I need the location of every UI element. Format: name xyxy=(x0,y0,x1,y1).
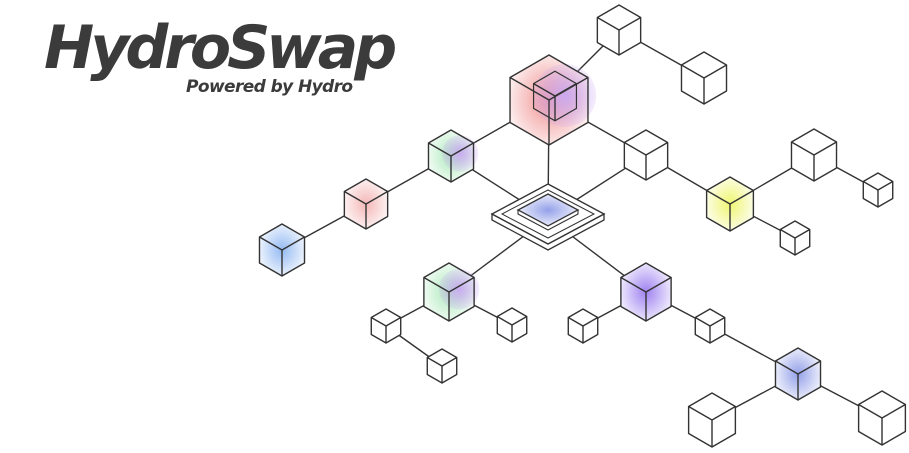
network-nodes xyxy=(258,4,907,448)
cube-node xyxy=(426,348,458,384)
logo-subtitle: Powered by Hydro xyxy=(186,77,353,97)
cube-node xyxy=(496,307,528,343)
hub-platform xyxy=(490,183,606,251)
cube-node xyxy=(779,220,811,256)
cube-node xyxy=(862,172,894,208)
cube-node xyxy=(680,51,728,105)
cube-node xyxy=(694,308,726,344)
cube-node xyxy=(857,390,907,446)
logo-title: HydroSwap xyxy=(44,13,397,83)
cube-node xyxy=(343,178,389,230)
cube-node xyxy=(774,347,822,401)
cube-node xyxy=(620,262,672,322)
cube-node xyxy=(370,308,402,344)
cube-node xyxy=(687,392,737,448)
cube-node xyxy=(567,308,599,344)
cube-node xyxy=(509,54,597,146)
cube-node xyxy=(427,129,479,183)
cube-node xyxy=(423,262,480,322)
cube-node xyxy=(258,223,306,277)
hydroswap-logo: HydroSwap Powered by Hydro xyxy=(40,10,430,105)
cube-node xyxy=(596,4,642,56)
cube-node xyxy=(705,176,755,232)
cube-node xyxy=(790,128,838,182)
cube-node xyxy=(623,129,669,181)
